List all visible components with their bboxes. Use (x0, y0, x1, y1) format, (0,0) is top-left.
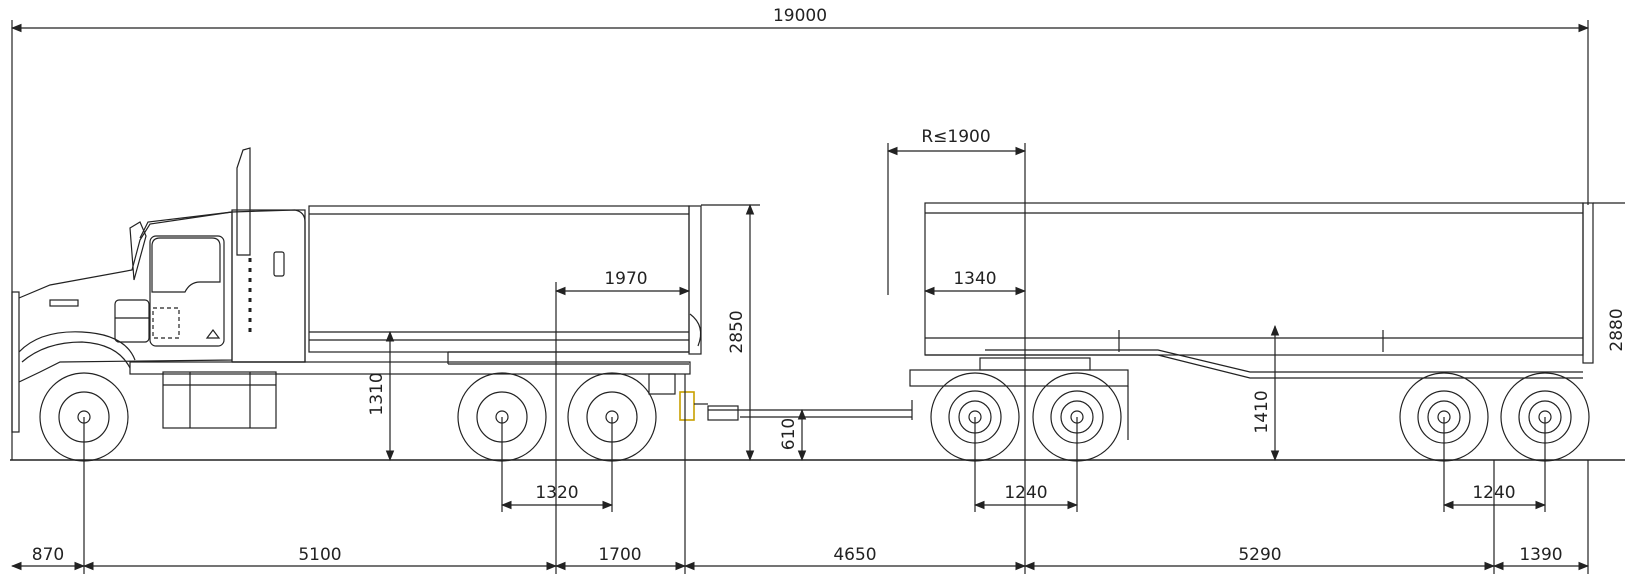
truck-tandem-label: 1320 (535, 483, 578, 503)
body-overhang-label: 1970 (604, 269, 647, 289)
front-bumper (11, 291, 20, 433)
dolly-axle-label: 1240 (1004, 483, 1047, 503)
trailer-axle-label: 1240 (1472, 483, 1515, 503)
rear-overhang-label: 1390 (1519, 545, 1562, 565)
rear-to-coupling-label: 1700 (598, 545, 641, 565)
front-overhang-label: 870 (32, 545, 64, 565)
cab-window (151, 237, 221, 293)
dolly-axle-dim (973, 417, 1079, 512)
rear-coupling (648, 373, 676, 395)
grille-badge (49, 299, 79, 307)
truck-tandem-dim (500, 417, 614, 512)
trailer-body (924, 202, 1584, 356)
wheelbase-label: 5100 (298, 545, 341, 565)
trailer-wheelbase-label: 5290 (1238, 545, 1281, 565)
fuel-tank (162, 371, 277, 429)
trailer (909, 202, 1594, 440)
drawbar (707, 400, 913, 421)
cab (139, 209, 306, 363)
height-610-label: 610 (779, 418, 799, 450)
drawbar-length-label: 4650 (833, 545, 876, 565)
truck (11, 147, 708, 433)
hood (18, 211, 233, 383)
height-dim-2850 (701, 203, 760, 462)
height-2850-label: 2850 (727, 310, 747, 353)
kingpin-offset-label: 1340 (953, 269, 996, 289)
cab-door-panel (149, 235, 225, 347)
exhaust-stack (236, 147, 251, 256)
overall-length-dimension (10, 20, 1590, 460)
sleeper (231, 209, 306, 363)
height-1410-label: 1410 (1252, 390, 1272, 433)
height-2880-label: 2880 (1607, 308, 1625, 351)
trailer-chassis (925, 354, 1583, 379)
height-1310-label: 1310 (367, 372, 387, 415)
radius-label: R≤1900 (921, 127, 990, 147)
bottom-dimension-chain (10, 374, 1590, 574)
truck-chassis (129, 361, 691, 375)
dolly-frame (909, 369, 1129, 387)
overall-length-label: 19000 (773, 6, 827, 26)
body-overhang-dim (554, 282, 691, 574)
